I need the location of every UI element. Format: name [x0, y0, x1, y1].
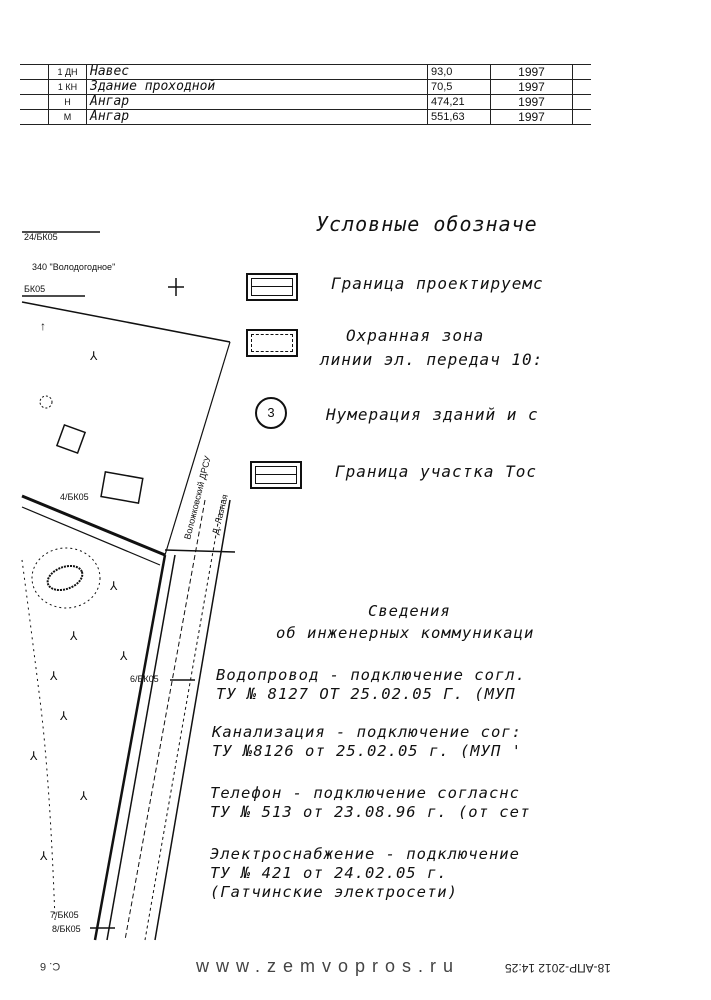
road-line [144, 499, 223, 941]
utility-line: (Гатчинские электросети) [210, 883, 458, 901]
map-line [164, 549, 236, 553]
fax-timestamp: 18-АПР-2012 14:25 [505, 961, 611, 975]
legend-title: Условные обозначе [316, 212, 538, 236]
map-label: 4/БК05 [60, 492, 89, 502]
utility-line: ТУ № 421 от 24.02.05 г. [210, 864, 448, 882]
building-code: М [48, 109, 87, 125]
legend-item-label: Охранная зона [346, 326, 485, 345]
building-year: 1997 [490, 94, 573, 110]
map-label: 340 "Володогодное" [32, 262, 115, 272]
svg-text:⅄: ⅄ [39, 849, 48, 863]
building-area: 70,5 [427, 79, 491, 95]
building-year: 1997 [490, 109, 573, 125]
utility-line: ТУ №8126 от 25.02.05 г. (МУП ' [212, 742, 522, 760]
building-area: 551,63 [427, 109, 491, 125]
utility-line: Телефон - подключение согласнс [210, 784, 520, 802]
protection-zone-symbol-icon [246, 329, 298, 357]
svg-text:⅄: ⅄ [109, 579, 118, 593]
legend-item-label: Граница проектируемс [331, 274, 544, 293]
utility-line: ТУ № 8127 ОТ 25.02.05 Г. (МУП [216, 685, 516, 703]
map-label: 6/БК05 [130, 674, 159, 684]
utilities-subtitle: об инженерных коммуникаци [276, 624, 535, 642]
road-line [154, 499, 231, 941]
road-line [106, 554, 176, 941]
svg-text:⅄: ⅄ [29, 749, 38, 763]
map-label: Воложковский ДРСУ [182, 455, 213, 541]
svg-text:⅄: ⅄ [59, 709, 68, 723]
building-area: 474,21 [427, 94, 491, 110]
map-label: БК05 [24, 284, 45, 294]
utilities-title: Сведения [368, 602, 451, 620]
legend-item-label: Нумерация зданий и с [326, 405, 539, 424]
map-label: 7/БК05 [50, 910, 79, 920]
plot-boundary-symbol-icon [250, 461, 302, 489]
map-label: 24/БК05 [24, 232, 58, 242]
utility-line: Канализация - подключение сог: [212, 723, 522, 741]
building-year: 1997 [490, 79, 573, 95]
tree-icon [39, 395, 53, 409]
building-outline [55, 423, 87, 455]
svg-text:↑: ↑ [40, 319, 46, 333]
svg-text:⅄: ⅄ [49, 669, 58, 683]
road-line [124, 499, 206, 941]
svg-text:⅄: ⅄ [119, 649, 128, 663]
utility-line: ТУ № 513 от 23.08.96 г. (от сет [210, 803, 531, 821]
website-watermark: www.zemvopros.ru [196, 956, 461, 976]
svg-text:⅄: ⅄ [69, 629, 78, 643]
boundary-symbol-icon [246, 273, 298, 301]
legend-item-label: линии эл. передач 10: [320, 350, 544, 369]
building-name: Ангар [86, 109, 428, 125]
map-label: 8/БК05 [52, 924, 81, 934]
utility-line: Электроснабжение - подключение [210, 845, 520, 863]
numbering-circle-icon: 3 [255, 397, 287, 429]
contour [21, 559, 56, 921]
boundary-line [164, 341, 231, 556]
svg-text:⅄: ⅄ [79, 789, 88, 803]
road-line [21, 494, 166, 557]
building-year: 1997 [490, 64, 573, 80]
building-outline [100, 471, 144, 504]
building-area: 93,0 [427, 64, 491, 80]
contour [46, 564, 84, 592]
contour [31, 547, 101, 609]
road-line [93, 554, 167, 941]
boundary-line [21, 301, 231, 343]
legend-item-label: Граница участка Тос [335, 462, 538, 481]
road-line [21, 506, 161, 566]
utility-line: Водопровод - подключение согл. [216, 666, 526, 684]
page-number: С. 6 [40, 960, 61, 972]
svg-text:⅄: ⅄ [89, 349, 98, 363]
